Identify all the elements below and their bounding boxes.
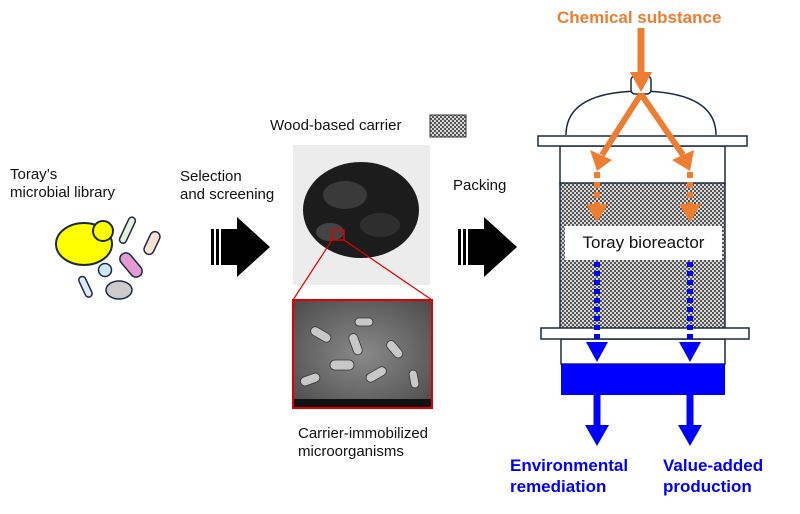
env-line2: remediation (510, 477, 607, 496)
product-flow-arrows (585, 262, 702, 446)
value-line1: Value-added (663, 456, 764, 475)
carrier-legend-label: Wood-based carrier (270, 117, 402, 134)
environmental-remediation-label: Environmental remediation (510, 455, 628, 497)
microbial-library-icon (55, 216, 161, 300)
selection-label-line2: and screening (180, 186, 275, 203)
immobilized-label-line1: Carrier-immobilized (298, 425, 429, 442)
carrier-photo (293, 145, 430, 285)
library-label-line2: microbial library (10, 184, 116, 201)
selection-arrow-icon (211, 217, 270, 277)
packing-label: Packing (453, 177, 507, 194)
selection-label-line1: Selection (180, 168, 242, 185)
sem-image (292, 299, 433, 409)
chemical-flow-arrows (586, 28, 701, 222)
value-line2: production (663, 477, 752, 496)
immobilized-label: Carrier-immobilized microorganisms (298, 425, 428, 461)
chemical-substance-label: Chemical substance (557, 8, 722, 27)
selection-label: Selection and screening (180, 168, 274, 204)
packing-arrow-icon (458, 217, 517, 277)
immobilized-label-line2: microorganisms (298, 443, 404, 460)
value-added-production-label: Value-added production (663, 455, 763, 497)
library-label: Toray’s microbial library (10, 166, 115, 202)
bioreactor-label: Toray bioreactor (582, 233, 705, 252)
env-line1: Environmental (510, 456, 629, 475)
library-label-line1: Toray’s (10, 166, 58, 183)
carrier-swatch (429, 114, 467, 138)
